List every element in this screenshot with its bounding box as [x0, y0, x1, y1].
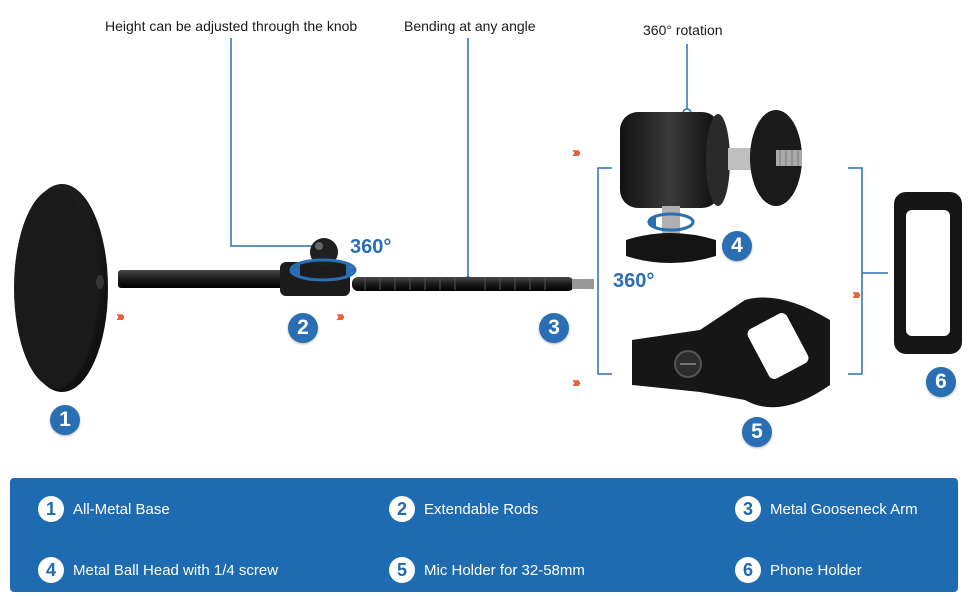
legend-label: Metal Ball Head with 1/4 screw [73, 561, 279, 579]
arrow-indicator: ››› [572, 144, 581, 161]
legend-item: 2 Extendable Rods [389, 496, 538, 522]
ball-head [620, 110, 802, 263]
arrow-indicator: ››› [852, 286, 861, 303]
mic-holder [632, 297, 830, 408]
badge-4: 4 [722, 231, 752, 261]
legend-label: Extendable Rods [424, 500, 539, 518]
ballhead-rotation-label: 360° [613, 270, 655, 292]
legend-label: All-Metal Base [73, 500, 170, 518]
legend-label: Metal Gooseneck Arm [770, 500, 918, 518]
leader-lines [230, 38, 888, 375]
legend-number: 2 [389, 496, 415, 522]
arrow-indicator: ››› [116, 308, 125, 325]
legend-number: 1 [38, 496, 64, 522]
badge-3: 3 [539, 313, 569, 343]
badge-5: 5 [742, 417, 772, 447]
badge-6: 6 [926, 367, 956, 397]
legend-label: Phone Holder [770, 561, 862, 579]
legend-number: 6 [735, 557, 761, 583]
legend-item: 4 Metal Ball Head with 1/4 screw [38, 557, 278, 583]
arrow-indicator: ››› [336, 308, 345, 325]
gooseneck-arm [352, 277, 594, 291]
legend-number: 4 [38, 557, 64, 583]
height-knob-callout: Height can be adjusted through the knob [105, 18, 358, 34]
rotation-callout: 360° rotation [643, 22, 723, 38]
phone-holder [894, 192, 962, 354]
legend-panel: 1 All-Metal Base 2 Extendable Rods 3 Met… [10, 478, 958, 592]
rod-rotation-label: 360° [350, 236, 392, 258]
legend-item: 6 Phone Holder [735, 557, 862, 583]
legend-label: Mic Holder for 32-58mm [424, 561, 585, 579]
arrow-indicator: ››› [572, 374, 581, 391]
legend-item: 1 All-Metal Base [38, 496, 170, 522]
legend-number: 5 [389, 557, 415, 583]
badge-2: 2 [288, 313, 318, 343]
metal-base [14, 184, 108, 392]
legend-item: 5 Mic Holder for 32-58mm [389, 557, 585, 583]
extendable-rod [118, 238, 357, 296]
badge-1: 1 [50, 405, 80, 435]
bending-callout: Bending at any angle [404, 18, 536, 34]
legend-item: 3 Metal Gooseneck Arm [735, 496, 918, 522]
legend-number: 3 [735, 496, 761, 522]
